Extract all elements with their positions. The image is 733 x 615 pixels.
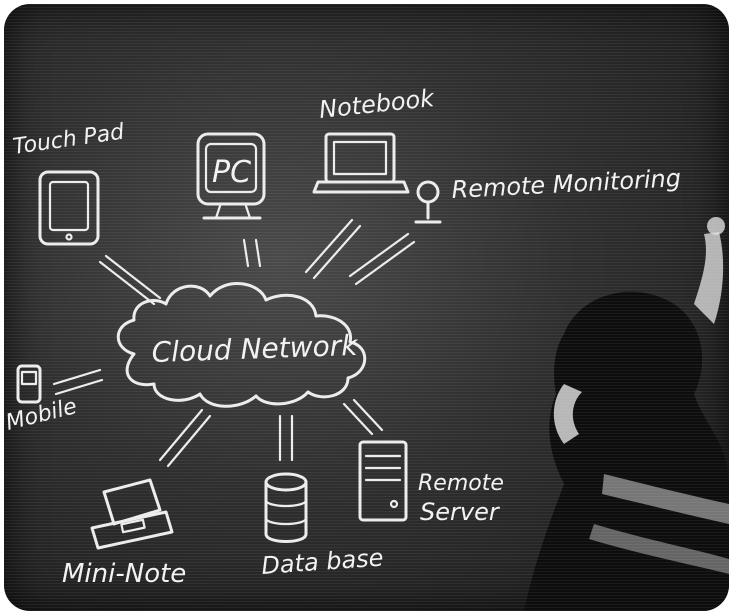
label-mini-note: Mini-Note bbox=[62, 559, 186, 589]
cloud-icon bbox=[116, 282, 367, 408]
label-pc: PC bbox=[212, 155, 251, 190]
label-notebook: Notebook bbox=[318, 84, 437, 124]
label-remote: Remote bbox=[418, 471, 504, 496]
webcam-icon bbox=[414, 180, 442, 224]
label-cloud-network: Cloud Network bbox=[151, 329, 360, 369]
chalkboard-photo: Touch Pad PC Notebook Remote Monitoring … bbox=[4, 4, 729, 611]
mobile-phone-icon bbox=[16, 364, 42, 404]
server-icon bbox=[358, 440, 408, 522]
label-remote-monitoring: Remote Monitoring bbox=[451, 164, 682, 204]
pc-monitor-icon bbox=[196, 132, 266, 220]
connection-arrows bbox=[52, 218, 416, 468]
person-silhouette bbox=[524, 217, 729, 611]
database-icon bbox=[264, 472, 308, 543]
chalk-drawing: Touch Pad PC Notebook Remote Monitoring … bbox=[4, 84, 729, 611]
label-server: Server bbox=[420, 498, 501, 526]
label-database: Data base bbox=[260, 544, 384, 580]
notebook-icon bbox=[312, 132, 410, 194]
label-mobile: Mobile bbox=[4, 394, 79, 436]
tablet-icon bbox=[38, 170, 100, 246]
label-touch-pad: Touch Pad bbox=[11, 119, 126, 159]
mini-note-icon bbox=[90, 478, 174, 550]
